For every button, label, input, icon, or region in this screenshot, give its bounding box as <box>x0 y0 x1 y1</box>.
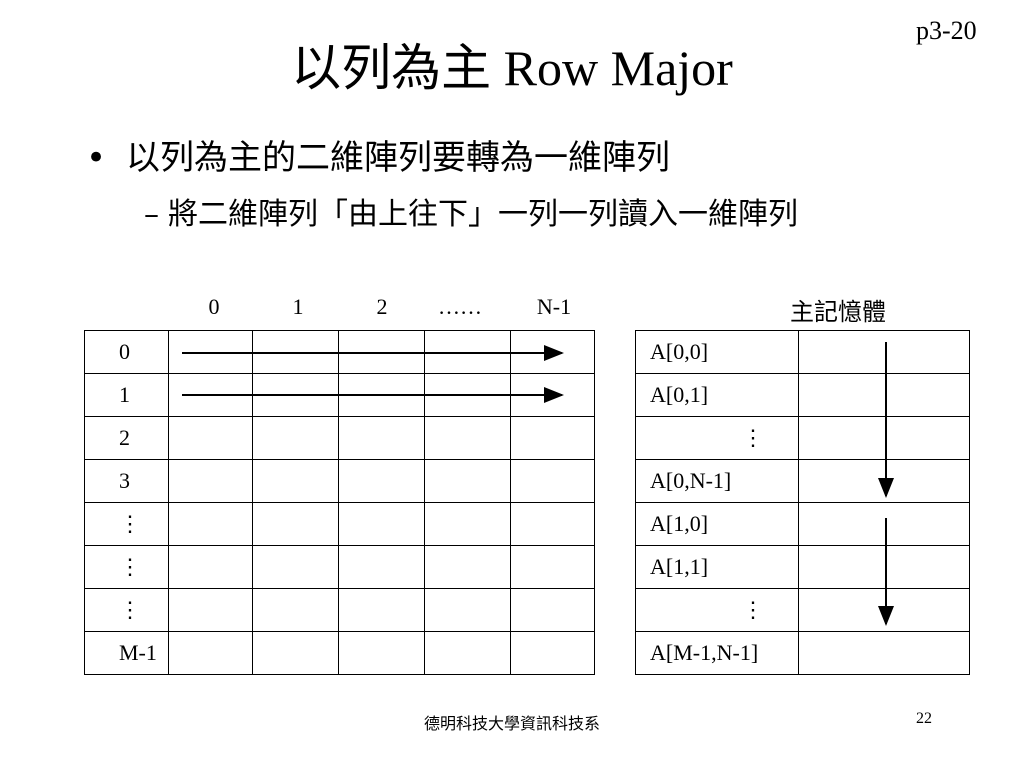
array-cell <box>510 459 595 503</box>
array-cell <box>252 588 339 632</box>
array-cell <box>424 416 511 460</box>
memory-title: 主記憶體 <box>790 298 886 326</box>
row-label: ⋮ <box>84 502 169 546</box>
sub-bullet-text: 將二維陣列「由上往下」一列一列讀入一維陣列 <box>168 197 798 232</box>
array-cell <box>338 330 425 374</box>
memory-cell <box>798 588 970 632</box>
memory-cell <box>798 502 970 546</box>
column-header: 2 <box>376 294 388 319</box>
array-cell <box>424 330 511 374</box>
memory-label: A[0,0] <box>635 330 799 374</box>
gap-column <box>594 459 636 503</box>
row-label: 2 <box>84 416 169 460</box>
array-cell <box>510 373 595 417</box>
slide-reference-label: p3-20 <box>916 16 977 45</box>
row-label: ⋮ <box>84 545 169 589</box>
diagram-row: ⋮ A[1,1] <box>84 545 970 589</box>
array-cell <box>252 502 339 546</box>
row-label: 1 <box>84 373 169 417</box>
column-header: 1 <box>292 294 304 319</box>
array-cell <box>424 588 511 632</box>
gap-column <box>594 502 636 546</box>
memory-cell <box>798 330 970 374</box>
column-header: N-1 <box>536 294 572 319</box>
array-cell <box>168 631 253 675</box>
array-cell <box>168 502 253 546</box>
memory-label: ⋮ <box>635 416 799 460</box>
array-cell <box>168 416 253 460</box>
array-cell <box>338 631 425 675</box>
memory-label: A[1,0] <box>635 502 799 546</box>
column-header: …… <box>438 294 482 319</box>
array-cell <box>338 588 425 632</box>
array-cell <box>168 588 253 632</box>
row-label: 3 <box>84 459 169 503</box>
diagram-row: 3 A[0,N-1] <box>84 459 970 503</box>
array-cell <box>510 588 595 632</box>
page-number: 22 <box>916 710 932 727</box>
diagram-row: M-1 A[M-1,N-1] <box>84 631 970 675</box>
array-cell <box>252 416 339 460</box>
memory-cell <box>798 631 970 675</box>
column-header: 0 <box>208 294 220 319</box>
memory-cell <box>798 545 970 589</box>
memory-label: A[0,N-1] <box>635 459 799 503</box>
gap-column <box>594 545 636 589</box>
memory-cell <box>798 459 970 503</box>
array-cell <box>424 545 511 589</box>
gap-column <box>594 373 636 417</box>
gap-column <box>594 416 636 460</box>
array-cell <box>338 373 425 417</box>
gap-column <box>594 631 636 675</box>
row-label: ⋮ <box>84 588 169 632</box>
memory-label: ⋮ <box>635 588 799 632</box>
memory-label: A[M-1,N-1] <box>635 631 799 675</box>
memory-cell <box>798 416 970 460</box>
array-cell <box>424 459 511 503</box>
sub-bullet-item: – 將二維陣列「由上往下」一列一列讀入一維陣列 <box>144 193 934 237</box>
array-cell <box>510 416 595 460</box>
array-cell <box>252 330 339 374</box>
row-label: 0 <box>84 330 169 374</box>
bullet-item: • 以列為主的二維陣列要轉為一維陣列 <box>86 130 670 179</box>
array-cell <box>168 330 253 374</box>
array-cell <box>338 459 425 503</box>
array-cell <box>424 373 511 417</box>
slide-title: 以列為主 Row Major <box>291 40 733 96</box>
diagram-row: 1 A[0,1] <box>84 373 970 417</box>
footer-school: 德明科技大學資訊科技系 <box>423 714 600 733</box>
array-cell <box>252 631 339 675</box>
array-cell <box>252 459 339 503</box>
array-cell <box>510 631 595 675</box>
bullet-text: 以列為主的二維陣列要轉為一維陣列 <box>126 138 670 178</box>
array-cell <box>338 502 425 546</box>
array-cell <box>168 373 253 417</box>
diagram-row: ⋮ A[1,0] <box>84 502 970 546</box>
gap-column <box>594 588 636 632</box>
array-cell <box>510 502 595 546</box>
array-cell <box>424 502 511 546</box>
array-cell <box>168 459 253 503</box>
diagram-row: ⋮⋮ <box>84 588 970 632</box>
array-cell <box>510 330 595 374</box>
diagram-row: 0 A[0,0] <box>84 330 970 374</box>
diagram-row: 2⋮ <box>84 416 970 460</box>
array-cell <box>338 545 425 589</box>
array-cell <box>252 373 339 417</box>
memory-label: A[1,1] <box>635 545 799 589</box>
row-label: M-1 <box>84 631 169 675</box>
bullet-marker: • <box>86 138 107 178</box>
array-cell <box>510 545 595 589</box>
array-cell <box>252 545 339 589</box>
array-cell <box>424 631 511 675</box>
array-cell <box>338 416 425 460</box>
memory-label: A[0,1] <box>635 373 799 417</box>
gap-column <box>594 330 636 374</box>
memory-cell <box>798 373 970 417</box>
array-cell <box>168 545 253 589</box>
sub-bullet-marker: – <box>144 197 159 232</box>
